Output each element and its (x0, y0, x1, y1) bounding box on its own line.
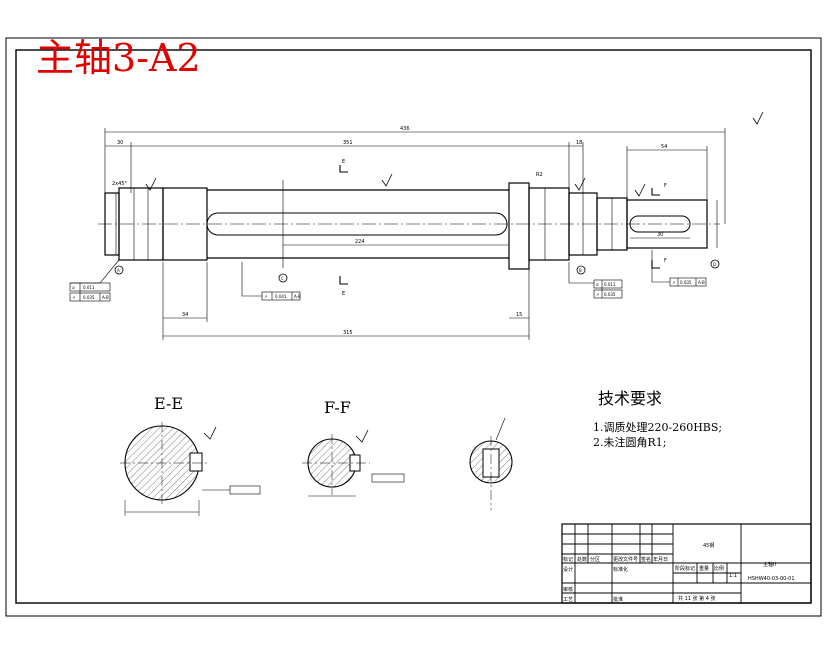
svg-text:30: 30 (657, 232, 663, 238)
roughness-marks (145, 111, 764, 197)
svg-text:R2: R2 (536, 172, 543, 178)
tb-label-weight: 重量 (699, 565, 709, 572)
tech-requirements-title: 技术要求 (598, 389, 663, 408)
section-e-e-label: E-E (154, 394, 184, 413)
svg-text:⌭: ⌭ (72, 285, 75, 290)
svg-text:18: 18 (576, 140, 582, 146)
dimension-lines (104, 128, 726, 340)
svg-text:224: 224 (355, 239, 365, 245)
svg-text:↗: ↗ (264, 294, 267, 299)
tech-requirement-2: 2.未注圆角R1; (593, 436, 667, 449)
svg-text:315: 315 (343, 330, 353, 336)
tb-label-sign: 签名 (641, 556, 651, 563)
tb-label-zone: 分区 (590, 556, 600, 563)
part-name: 主轴II (763, 561, 776, 568)
svg-text:E: E (342, 159, 345, 165)
detail-center-hole (469, 417, 513, 510)
svg-text:351: 351 (343, 140, 353, 146)
svg-text:0.011: 0.011 (604, 282, 616, 287)
svg-text:0.011: 0.011 (83, 285, 95, 290)
section-f-f (302, 429, 405, 497)
tb-label-review: 审核 (563, 586, 573, 593)
svg-text:C: C (281, 276, 284, 281)
svg-text:34: 34 (182, 312, 188, 318)
svg-text:↗: ↗ (72, 295, 75, 300)
tb-label-stage: 阶段标记 (675, 565, 695, 572)
svg-text:436: 436 (400, 126, 410, 132)
tb-label-change-doc: 更改文件号 (613, 556, 638, 563)
drawing-number: HSHW40-03-00-01 (748, 576, 795, 582)
tb-label-process: 工艺 (563, 597, 573, 603)
svg-text:D: D (713, 262, 716, 267)
tb-label-count: 处数 (577, 556, 587, 563)
svg-text:A: A (117, 268, 120, 273)
svg-text:↗: ↗ (596, 292, 599, 297)
svg-text:0.035: 0.035 (83, 295, 95, 300)
svg-text:F: F (664, 183, 667, 189)
svg-text:A-B: A-B (698, 280, 705, 285)
scale-label: 1:1 (729, 573, 737, 579)
svg-text:2x45°: 2x45° (112, 181, 128, 187)
svg-text:0.035: 0.035 (680, 280, 692, 285)
tb-label-standard: 标准化 (613, 566, 628, 573)
drawing-heading: 主轴3-A2 (36, 36, 201, 80)
svg-text:0.041: 0.041 (275, 294, 287, 299)
svg-text:F: F (664, 258, 667, 264)
svg-text:E: E (342, 291, 345, 297)
svg-text:0.035: 0.035 (604, 292, 616, 297)
svg-text:⌭: ⌭ (596, 282, 599, 287)
svg-text:A-B: A-B (294, 294, 301, 299)
svg-text:↗: ↗ (672, 280, 675, 285)
tb-label-mark: 标记 (563, 556, 573, 563)
title-block (561, 523, 812, 604)
material-label: 45钢 (703, 542, 714, 549)
tb-label-scale: 比例 (714, 565, 724, 572)
section-f-f-label: F-F (324, 398, 351, 417)
svg-text:30: 30 (117, 140, 123, 146)
tb-label-design: 设计 (563, 566, 573, 573)
svg-text:15: 15 (516, 312, 522, 318)
svg-text:54: 54 (661, 144, 667, 150)
sheet-info: 共 11 张 第 4 张 (678, 595, 716, 602)
section-e-e (120, 422, 261, 516)
tech-requirement-1: 1.调质处理220-260HBS; (593, 421, 723, 434)
tb-label-date: 年月日 (653, 556, 668, 563)
svg-text:B: B (579, 268, 582, 273)
tb-label-approve: 批准 (613, 596, 623, 603)
svg-text:A-B: A-B (102, 295, 109, 300)
shaft-outline (104, 182, 708, 270)
